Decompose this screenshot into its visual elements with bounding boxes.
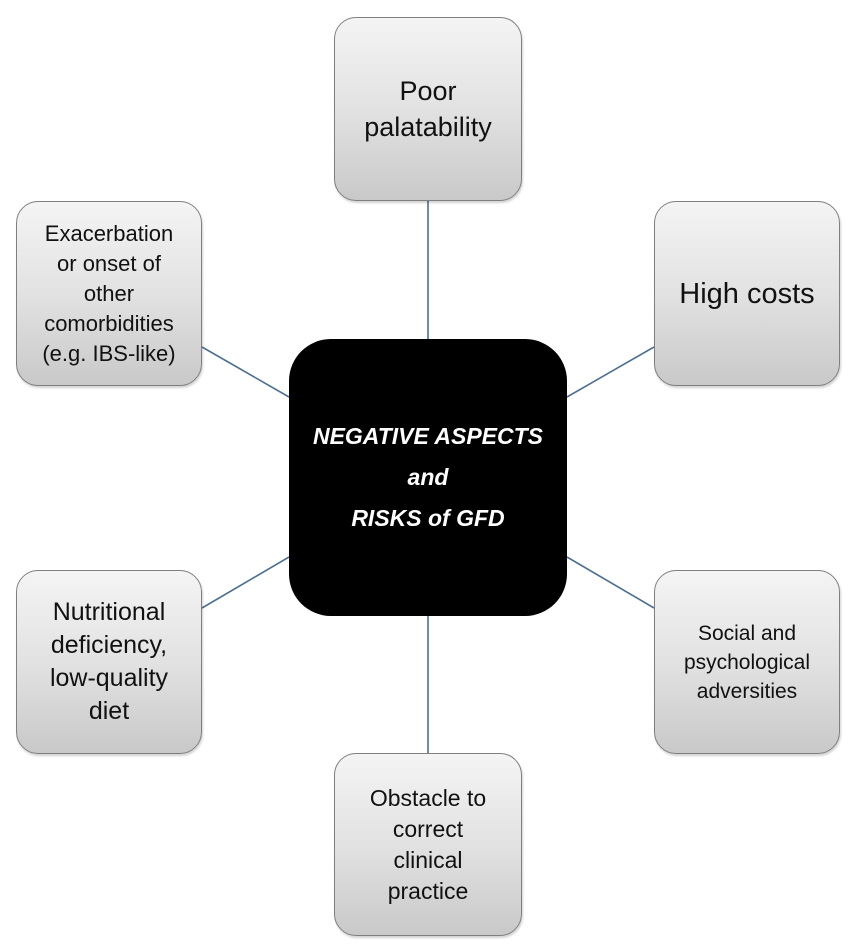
node-label: Poor palatability xyxy=(364,76,492,142)
node-social-psychological-adversities: Social and psychological adversities xyxy=(654,570,840,754)
node-poor-palatability: Poor palatability xyxy=(334,17,522,201)
node-obstacle-clinical-practice: Obstacle to correct clinical practice xyxy=(334,753,522,936)
center-node-label: NEGATIVE ASPECTS and RISKS of GFD xyxy=(312,423,544,531)
node-label: High costs xyxy=(679,277,815,310)
connector-bottom-left xyxy=(201,556,290,609)
node-high-costs: High costs xyxy=(654,201,840,386)
connector-top-right xyxy=(566,346,655,398)
node-nutritional-deficiency: Nutritional deficiency, low-quality diet xyxy=(16,570,202,754)
connector-bottom-right xyxy=(566,556,655,609)
node-comorbidities: Exacerbation or onset of other comorbidi… xyxy=(16,201,202,386)
node-label: Obstacle to correct clinical practice xyxy=(369,784,487,904)
node-label: Exacerbation or onset of other comorbidi… xyxy=(42,220,176,366)
center-node: NEGATIVE ASPECTS and RISKS of GFD xyxy=(289,339,567,616)
node-label: Nutritional deficiency, low-quality diet xyxy=(49,598,169,725)
node-label: Social and psychological adversities xyxy=(683,621,811,703)
connector-top-left xyxy=(201,346,290,398)
